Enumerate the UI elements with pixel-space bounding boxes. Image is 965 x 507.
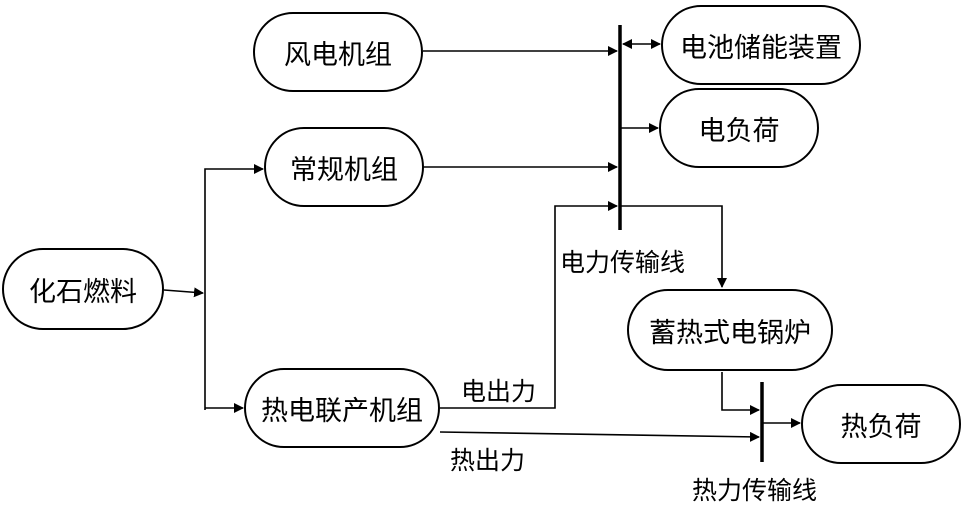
node-heat-storage-boiler: 蓄热式电锅炉 bbox=[627, 289, 833, 371]
node-conventional-units: 常规机组 bbox=[264, 127, 424, 207]
label-heat-output: 热出力 bbox=[450, 441, 525, 477]
node-wind-turbines: 风电机组 bbox=[253, 12, 423, 92]
node-fossil-fuel: 化石燃料 bbox=[2, 248, 164, 330]
node-chp-units: 热电联产机组 bbox=[244, 368, 440, 448]
node-electric-load: 电负荷 bbox=[659, 88, 819, 168]
chp-heat-to-bus-arrow bbox=[440, 432, 759, 437]
node-battery-storage: 电池储能装置 bbox=[661, 5, 861, 85]
label-heat-line: 热力传输线 bbox=[692, 471, 817, 507]
node-heat-load: 热负荷 bbox=[801, 384, 961, 464]
boiler-to-heat-bus-arrow bbox=[722, 372, 759, 410]
label-electric-output: 电出力 bbox=[461, 372, 536, 408]
branch-to-conventional-arrow bbox=[205, 169, 263, 410]
label-power-line: 电力传输线 bbox=[560, 243, 685, 279]
fossil-to-branch-arrow bbox=[164, 290, 203, 293]
